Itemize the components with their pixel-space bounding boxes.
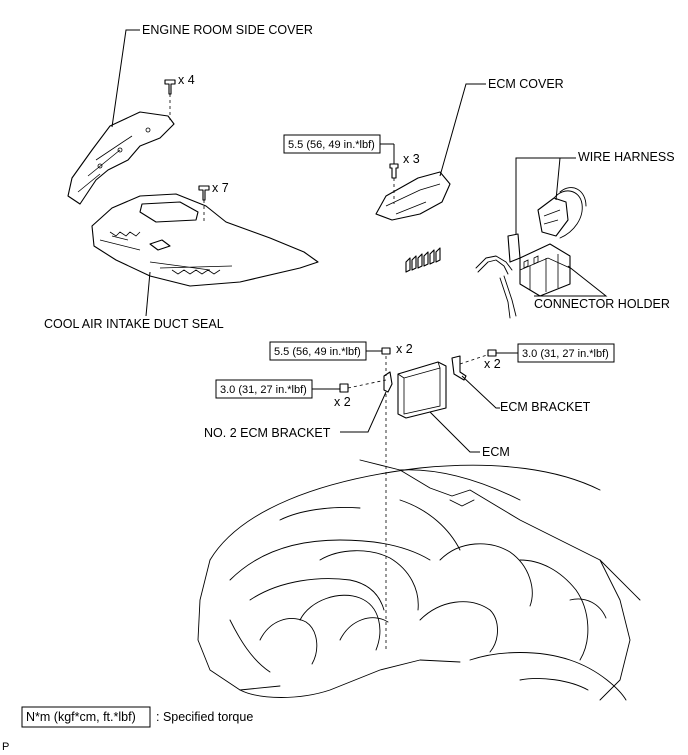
no2-ecm-bracket (383, 371, 393, 393)
vehicle-engine-compartment (197, 459, 641, 701)
no2-bracket-bolt (339, 383, 349, 393)
ecm-bracket-bolt (487, 349, 497, 357)
label-wire-harness: WIRE HARNESS (578, 150, 675, 164)
ecm-bracket (451, 355, 467, 381)
ecm-bracket-torque-box (517, 343, 615, 363)
corner-code: P (2, 741, 9, 753)
connector-holder (519, 243, 571, 297)
legend-torque-box (21, 706, 151, 728)
cool-air-intake-duct-seal (91, 193, 319, 287)
label-ecm-cover: ECM COVER (488, 77, 564, 91)
connector-terminals (405, 247, 441, 273)
ecm-cover (375, 171, 451, 221)
ecm-nut (381, 347, 391, 355)
side-cover-clip (164, 79, 176, 95)
ecm-nut-torque: 5.5 (56, 49 in.*lbf) (274, 346, 361, 358)
side-cover-clip-qty: x 4 (178, 73, 195, 87)
ecm-cover-torque-box (283, 134, 381, 154)
label-connector-holder: CONNECTOR HOLDER (534, 297, 670, 311)
duct-seal-clip (198, 185, 210, 201)
ecm-cover-bolt (389, 163, 399, 179)
legend-description: : Specified torque (156, 710, 253, 724)
engine-room-side-cover (67, 111, 175, 205)
duct-seal-clip-qty: x 7 (212, 181, 229, 195)
label-cool-air-intake-duct-seal: COOL AIR INTAKE DUCT SEAL (44, 317, 224, 331)
ecm-cover-torque: 5.5 (56, 49 in.*lbf) (288, 139, 375, 151)
label-ecm-bracket: ECM BRACKET (500, 400, 591, 414)
label-no2-ecm-bracket: NO. 2 ECM BRACKET (204, 426, 331, 440)
ecm-bracket-bolt-qty: x 2 (484, 357, 501, 371)
ecm (397, 361, 447, 419)
no2-bracket-bolt-qty: x 2 (334, 395, 351, 409)
ecm-nut-qty: x 2 (396, 342, 413, 356)
ecm-cover-bolt-qty: x 3 (403, 152, 420, 166)
legend-unit: N*m (kgf*cm, ft.*lbf) (26, 710, 136, 724)
wire-harness (475, 187, 587, 319)
no2-bracket-torque: 3.0 (31, 27 in.*lbf) (220, 384, 307, 396)
label-ecm: ECM (482, 445, 510, 459)
label-engine-room-side-cover: ENGINE ROOM SIDE COVER (142, 23, 313, 37)
ecm-bracket-torque: 3.0 (31, 27 in.*lbf) (522, 348, 609, 360)
